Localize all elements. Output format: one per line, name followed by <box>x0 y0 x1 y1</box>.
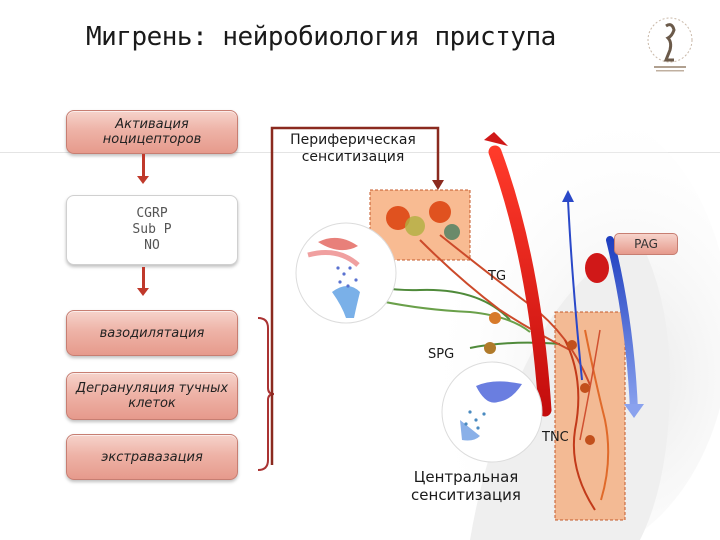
tnc-neuron-3 <box>585 435 595 445</box>
nerve-fiber-3 <box>469 341 561 349</box>
central-vesicle-dots <box>464 410 486 430</box>
blue-descending-arrow <box>606 236 638 414</box>
tnc-fiber-3 <box>579 329 601 441</box>
tnc-fiber-1 <box>564 339 596 511</box>
box-extravasation: экстравазация <box>66 434 238 480</box>
blue-descending-arrowhead <box>624 404 644 418</box>
ganglion-cell-4 <box>444 224 460 240</box>
spg-label: SPG <box>428 347 455 362</box>
flow-arrow-2 <box>142 267 145 289</box>
mediator-cgrp: CGRP <box>136 206 168 221</box>
tg-neuron-marker <box>489 312 501 324</box>
flow-arrow-1 <box>142 154 145 178</box>
flow-arrow-2-head <box>137 288 149 296</box>
tnc-neuron-2 <box>580 383 590 393</box>
tnc-highlight-box <box>554 311 626 521</box>
ganglion-cell-3 <box>405 216 425 236</box>
vessel-shape <box>307 250 360 267</box>
logo-emblem <box>647 17 693 72</box>
box-degranulation-label: Дегрануляция тучных клеток <box>75 381 229 411</box>
header-divider <box>0 152 720 153</box>
tnc-neuron-1 <box>567 340 577 350</box>
flow-arrow-1-head <box>137 176 149 184</box>
tnc-label: TNC <box>542 430 569 445</box>
presynaptic-terminal <box>476 381 522 403</box>
central-synapse-circle <box>441 361 543 463</box>
box-vasodilation: вазодилятация <box>66 310 238 356</box>
central-red-arrowhead <box>484 132 508 146</box>
central-red-arrow <box>488 145 552 417</box>
pag-badge: PAG <box>614 233 678 255</box>
box-extravasation-label: экстравазация <box>101 449 203 465</box>
spg-neuron-marker <box>484 342 496 354</box>
pag-label: PAG <box>634 237 658 251</box>
box-degranulation: Дегрануляция тучных клеток <box>66 372 238 420</box>
peripheral-sensitization-label: Периферическая сенситизация <box>290 132 416 165</box>
box-vasodilation-label: вазодилятация <box>99 325 205 341</box>
peripheral-synapse-circle <box>295 222 397 324</box>
ganglion-cell-2 <box>429 201 451 223</box>
bracket <box>257 317 275 471</box>
blue-ascending-line <box>567 199 583 381</box>
slide-title: Мигрень: нейробиология приступа <box>86 22 556 52</box>
vessel-node <box>585 253 609 283</box>
mediator-subp: Sub P <box>132 222 172 237</box>
blue-ascending-arrowhead <box>562 190 574 202</box>
ganglion-cell-1 <box>386 206 410 230</box>
box-nociceptor-activation-label: Активация ноцицепторов <box>102 117 202 147</box>
peripheral-frame-arrowhead <box>432 180 444 190</box>
central-sensitization-label: Центральная сенситизация <box>411 468 521 504</box>
receptor-shape <box>332 286 360 318</box>
tnc-fiber-2 <box>584 329 610 501</box>
vesicle-dots <box>336 266 358 288</box>
vessel-wall-shape <box>318 237 358 251</box>
box-mediators: CGRP Sub P NO <box>66 195 238 265</box>
tg-label: TG <box>488 269 507 284</box>
mediator-no: NO <box>144 238 160 253</box>
peripheral-frame-line <box>270 126 440 465</box>
box-nociceptor-activation: Активация ноцицепторов <box>66 110 238 154</box>
